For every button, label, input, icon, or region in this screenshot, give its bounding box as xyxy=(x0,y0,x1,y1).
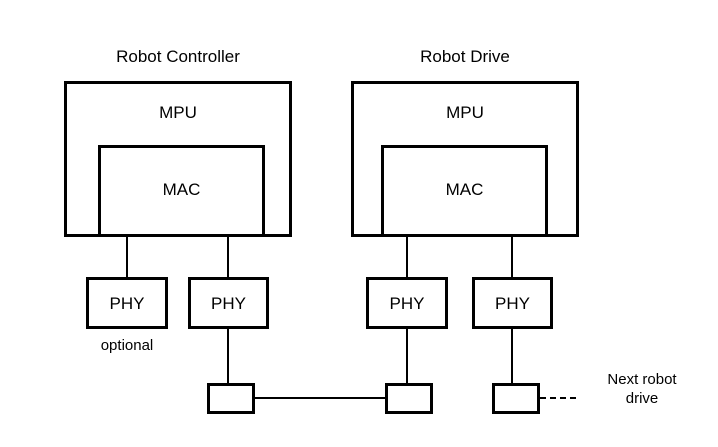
link-mac-to-phy-4 xyxy=(511,236,513,279)
group-title-robot-drive: Robot Drive xyxy=(420,47,510,66)
mac-box-robot-controller: MAC xyxy=(98,145,265,237)
link-phy-to-connector-1 xyxy=(227,329,229,384)
connector-box-1 xyxy=(207,383,255,414)
group-title-robot-controller: Robot Controller xyxy=(116,47,240,66)
phy-box-controller-main: PHY xyxy=(188,277,269,329)
connector-box-2 xyxy=(385,383,433,414)
phy-label-controller-optional: PHY xyxy=(109,294,145,313)
phy-label-drive-left: PHY xyxy=(389,294,425,313)
next-robot-drive-caption: Next robot drive xyxy=(579,370,705,408)
optional-caption: optional xyxy=(100,337,154,354)
link-mac-to-phy-3 xyxy=(406,236,408,279)
phy-label-drive-right: PHY xyxy=(495,294,530,313)
phy-box-drive-left: PHY xyxy=(366,277,448,329)
link-phy-to-connector-3 xyxy=(511,329,513,384)
mac-label-robot-controller: MAC xyxy=(162,180,201,199)
next-robot-drive-line-2: drive xyxy=(625,390,659,407)
mac-label-robot-drive: MAC xyxy=(445,180,484,199)
mpu-label-robot-drive: MPU xyxy=(446,103,484,122)
link-mac-to-phy-1 xyxy=(126,236,128,279)
phy-label-controller-main: PHY xyxy=(211,294,246,313)
bus-line-connector-1-to-2 xyxy=(255,397,385,399)
link-mac-to-phy-2 xyxy=(227,236,229,279)
phy-box-drive-right: PHY xyxy=(472,277,553,329)
mpu-label-robot-controller: MPU xyxy=(159,103,197,122)
connector-box-3 xyxy=(492,383,540,414)
phy-box-controller-optional: PHY xyxy=(86,277,168,329)
next-robot-drive-line-1: Next robot xyxy=(607,371,677,388)
mac-box-robot-drive: MAC xyxy=(381,145,548,237)
link-phy-to-connector-2 xyxy=(406,329,408,384)
dashed-link-next-robot-drive xyxy=(540,397,576,399)
